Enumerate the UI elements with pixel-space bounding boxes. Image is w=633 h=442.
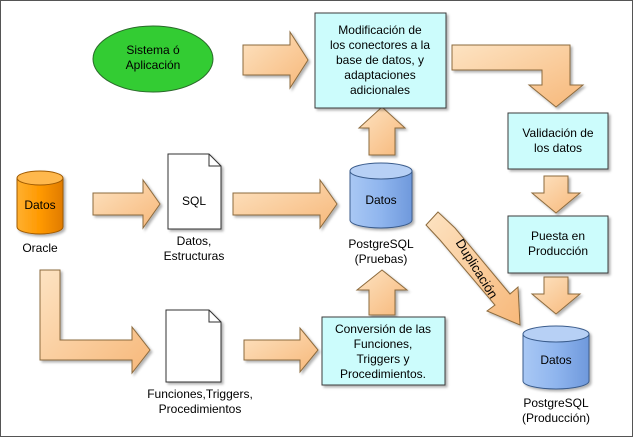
modificacion-line-2: los conectores a la	[330, 38, 430, 52]
arrow-oracle-to-sql	[92, 178, 161, 230]
validacion-line-2: los datos	[534, 141, 582, 155]
funciones-caption-line-2: Procedimientos	[159, 402, 242, 416]
arrow-puesta-to-produccion	[530, 276, 582, 315]
funciones-caption-line-1: Funciones,Triggers,	[147, 387, 253, 401]
modificacion-box	[314, 12, 447, 109]
arrow-pruebas-to-modificacion	[357, 106, 407, 156]
sistema-label-line-1: Sistema ó	[126, 43, 180, 57]
modificacion-line-1: Modificación de	[338, 23, 422, 37]
arrow-sistema-to-modificacion	[242, 30, 309, 90]
modificacion-line-4: adaptaciones	[344, 68, 415, 82]
puesta-line-1: Puesta en	[531, 229, 585, 243]
conversion-line-1: Conversión de las	[335, 322, 431, 336]
pg-produccion-caption-line-2: (Producción)	[522, 411, 590, 425]
sistema-ellipse	[92, 25, 214, 93]
arrow-oracle-to-funciones	[39, 269, 151, 375]
sql-caption-line-2: Estructuras	[164, 249, 225, 263]
conversion-box	[321, 316, 446, 386]
pg-pruebas-db-label: Datos	[365, 193, 396, 207]
sql-document-icon	[167, 153, 222, 230]
pg-pruebas-database-icon	[349, 162, 413, 229]
modificacion-line-5: adicionales	[350, 83, 410, 97]
arrow-conversion-to-pruebas	[355, 269, 409, 316]
sql-document-label: SQL	[182, 194, 206, 208]
oracle-caption: Oracle	[22, 241, 58, 255]
puesta-box	[507, 215, 609, 274]
modificacion-line-3: base de datos, y	[336, 53, 424, 67]
puesta-line-2: Producción	[528, 244, 588, 258]
pg-pruebas-caption-line-2: (Pruebas)	[355, 252, 408, 266]
sql-caption-line-1: Datos,	[177, 234, 212, 248]
pg-produccion-database-icon	[522, 325, 590, 390]
arrow-validacion-to-puesta	[530, 175, 582, 214]
pg-produccion-caption-line-1: PostgreSQL	[523, 396, 589, 410]
oracle-database-icon	[16, 170, 64, 235]
validacion-line-1: Validación de	[522, 126, 593, 140]
arrow-funciones-to-conversion	[243, 326, 319, 374]
funciones-document-icon	[165, 309, 222, 383]
conversion-line-2: Funciones,	[354, 337, 413, 351]
arrow-modificacion-to-validacion	[451, 44, 585, 108]
arrow-duplicacion	[425, 211, 521, 326]
conversion-line-4: Procedimientos.	[340, 367, 426, 381]
validacion-box	[507, 112, 609, 170]
pg-produccion-db-label: Datos	[540, 353, 571, 367]
sistema-label-line-2: Aplicación	[126, 58, 181, 72]
conversion-line-3: Triggers y	[357, 352, 410, 366]
oracle-db-label: Datos	[24, 198, 55, 212]
arrow-sql-to-pruebas	[232, 178, 338, 230]
pg-pruebas-caption-line-1: PostgreSQL	[348, 237, 414, 251]
